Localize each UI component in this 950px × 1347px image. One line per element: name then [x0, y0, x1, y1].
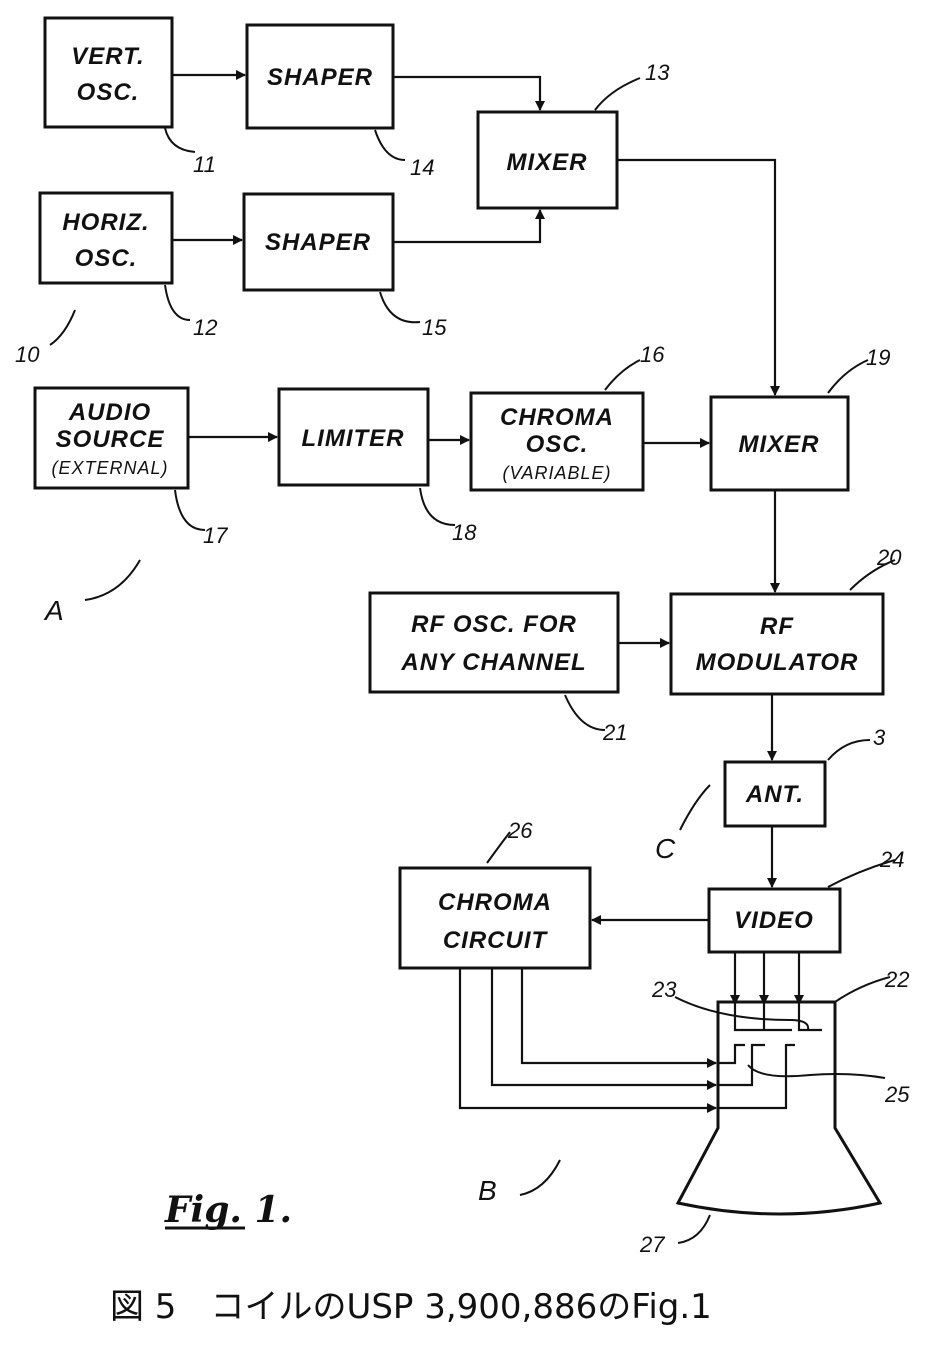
ref-13: 13: [645, 60, 670, 85]
reference-leaders: [49, 77, 896, 1244]
block-label: RF: [760, 613, 794, 640]
block-label: MIXER: [738, 431, 819, 458]
block-label: HORIZ.: [62, 209, 149, 236]
ref-16: 16: [640, 342, 665, 367]
block-label: OSC.: [526, 431, 589, 458]
block-video: VIDEO: [707, 887, 842, 954]
crt-tube: [675, 1000, 883, 1216]
block-antenna: ANT.: [723, 760, 827, 828]
block-horiz-osc: HORIZ. OSC.: [38, 191, 174, 285]
block-label: AUDIO: [68, 399, 151, 426]
ref-23: 23: [651, 977, 677, 1002]
ref-24: 24: [879, 847, 904, 872]
block-rf-osc: RF OSC. FOR ANY CHANNEL: [368, 591, 620, 694]
ref-11: 11: [193, 152, 216, 177]
block-label: (VARIABLE): [502, 463, 611, 483]
ref-18: 18: [452, 520, 477, 545]
block-label: SOURCE: [56, 426, 165, 453]
ref-19: 19: [866, 345, 890, 370]
ref-20: 20: [876, 545, 902, 570]
block-label: ANT.: [745, 781, 804, 808]
ref-27: 27: [639, 1232, 665, 1257]
ref-3: 3: [873, 725, 886, 750]
block-vert-osc: VERT. OSC.: [43, 16, 174, 129]
block-label: VIDEO: [734, 907, 814, 934]
block-label: SHAPER: [267, 64, 373, 91]
ref-A: A: [43, 595, 64, 626]
block-limiter: LIMITER: [277, 387, 430, 487]
block-label: CHROMA: [438, 889, 552, 916]
ref-15: 15: [422, 315, 447, 340]
block-shaper-14: SHAPER: [245, 23, 395, 130]
block-label: CHROMA: [500, 404, 614, 431]
ref-22: 22: [884, 967, 909, 992]
block-label: RF OSC. FOR: [411, 611, 577, 638]
block-chroma-osc: CHROMA OSC. (VARIABLE): [469, 391, 645, 492]
figure-label: Fig. 1.: [164, 1189, 292, 1231]
block-label: OSC.: [75, 245, 138, 272]
block-label: (EXTERNAL): [51, 458, 168, 478]
ref-17: 17: [203, 523, 228, 548]
connections: [172, 70, 804, 1113]
ref-25: 25: [884, 1082, 910, 1107]
block-audio-source: AUDIO SOURCE (EXTERNAL): [33, 386, 190, 490]
block-label: MIXER: [506, 149, 587, 176]
ref-14: 14: [410, 155, 434, 180]
block-label: MODULATOR: [696, 649, 859, 676]
figure-caption: 図 5 コイルのUSP 3,900,886のFig.1: [110, 1287, 712, 1327]
block-mixer-13: MIXER: [476, 110, 619, 210]
block-shaper-15: SHAPER: [242, 192, 395, 292]
block-label: VERT.: [71, 43, 144, 70]
block-mixer-19: MIXER: [709, 395, 850, 492]
block-label: OSC.: [77, 79, 140, 106]
ref-12: 12: [193, 315, 217, 340]
ref-21: 21: [602, 720, 627, 745]
block-label: LIMITER: [302, 425, 405, 452]
ref-B: B: [478, 1175, 497, 1206]
block-label: CIRCUIT: [443, 927, 549, 954]
ref-C: C: [655, 833, 676, 864]
ref-10: 10: [15, 342, 40, 367]
reference-numerals: 11 14 13 12 15 10 16 19 17 18 A 20 21 3 …: [15, 60, 910, 1257]
ref-26: 26: [507, 818, 533, 843]
block-chroma-circuit: CHROMA CIRCUIT: [398, 866, 592, 970]
block-rf-modulator: RF MODULATOR: [669, 592, 885, 696]
block-label: SHAPER: [265, 229, 371, 256]
block-label: ANY CHANNEL: [400, 649, 586, 676]
